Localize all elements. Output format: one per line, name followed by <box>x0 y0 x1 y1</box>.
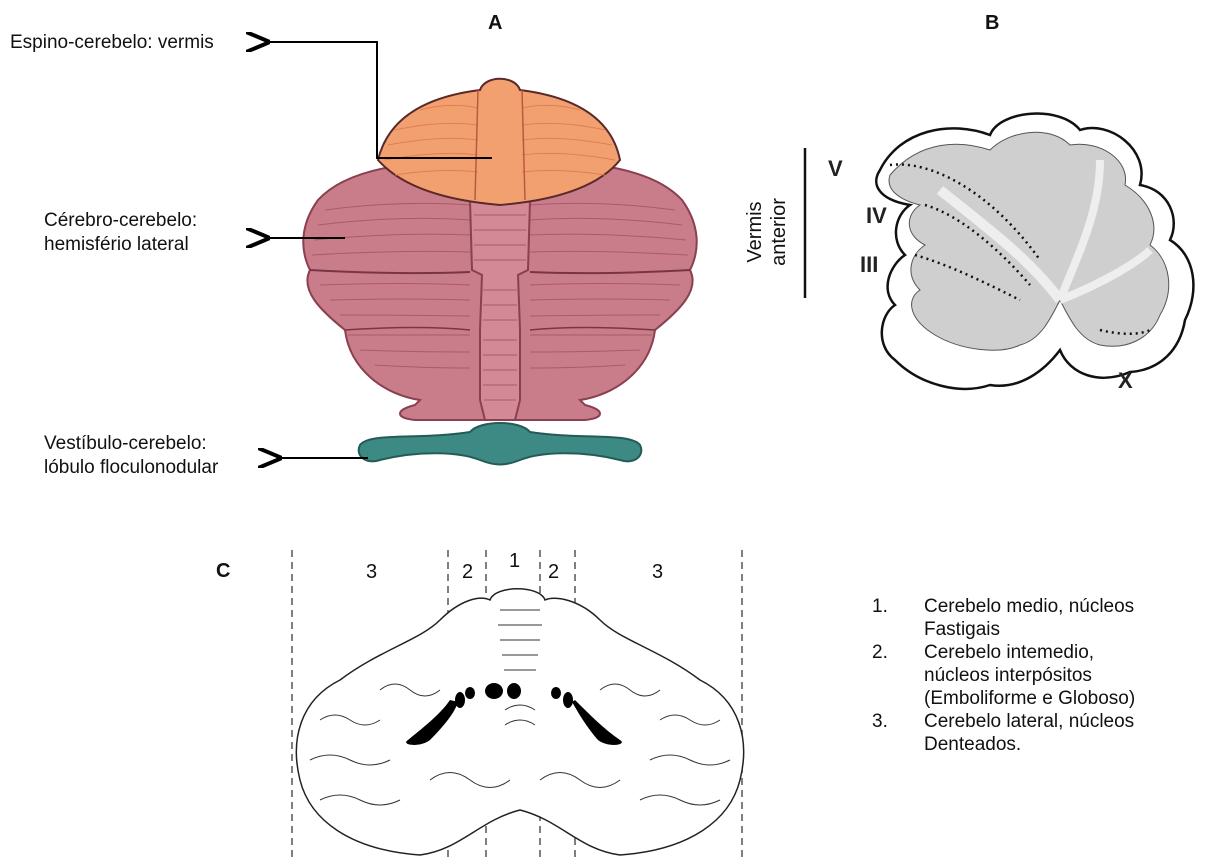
vestibulocerebellum-label-2: lóbulo floculonodular <box>44 456 218 480</box>
lobule-v-label: V <box>828 156 843 182</box>
vermis-anterior-label: Vermis anterior <box>743 177 791 287</box>
spinocerebellum-label: Espino-cerebelo: vermis <box>10 31 214 55</box>
zone-2-right: 2 <box>548 561 559 584</box>
legend-1-line2: Fastigais <box>924 618 1134 641</box>
legend-num-1: 1. <box>872 595 924 641</box>
zone-1: 1 <box>509 550 520 573</box>
zone-legend: 1. Cerebelo medio, núcleos Fastigais 2. … <box>872 595 1192 756</box>
legend-2-line3: (Emboliforme e Globoso) <box>924 687 1135 710</box>
zone-3-right: 3 <box>652 561 663 584</box>
lobule-x-label: X <box>1118 368 1133 394</box>
legend-3-line1: Cerebelo lateral, núcleos <box>924 710 1134 733</box>
legend-2-line1: Cerebelo intemedio, <box>924 641 1135 664</box>
vermis-label-line1: Vermis <box>743 177 767 287</box>
legend-num-3: 3. <box>872 710 924 756</box>
zone-3-left: 3 <box>366 561 377 584</box>
cerebrocerebellum-label-1: Cérebro-cerebelo: <box>44 209 197 233</box>
anterior-lobe-vermis <box>378 79 620 205</box>
lobule-iii-label: III <box>860 252 878 278</box>
zone-2-left: 2 <box>462 561 473 584</box>
legend-item-3: 3. Cerebelo lateral, núcleos Denteados. <box>872 710 1192 756</box>
legend-item-2: 2. Cerebelo intemedio, núcleos interpósi… <box>872 641 1192 710</box>
vermis-label-line2: anterior <box>767 177 791 287</box>
legend-1-line1: Cerebelo medio, núcleos <box>924 595 1134 618</box>
legend-3-line2: Denteados. <box>924 733 1134 756</box>
legend-2-line2: núcleos interpósitos <box>924 664 1135 687</box>
vestibulocerebellum-label-1: Vestíbulo-cerebelo: <box>44 432 207 456</box>
panel-c-letter: C <box>216 560 230 583</box>
lobule-iv-label: IV <box>866 203 887 229</box>
flocculonodular-lobe <box>359 423 642 465</box>
panel-a-letter: A <box>488 12 502 35</box>
legend-num-2: 2. <box>872 641 924 710</box>
cerebrocerebellum-label-2: hemisfério lateral <box>44 233 189 257</box>
legend-item-1: 1. Cerebelo medio, núcleos Fastigais <box>872 595 1192 641</box>
panel-b-letter: B <box>985 12 999 35</box>
cerebellum-horizontal-section-c <box>292 550 744 860</box>
